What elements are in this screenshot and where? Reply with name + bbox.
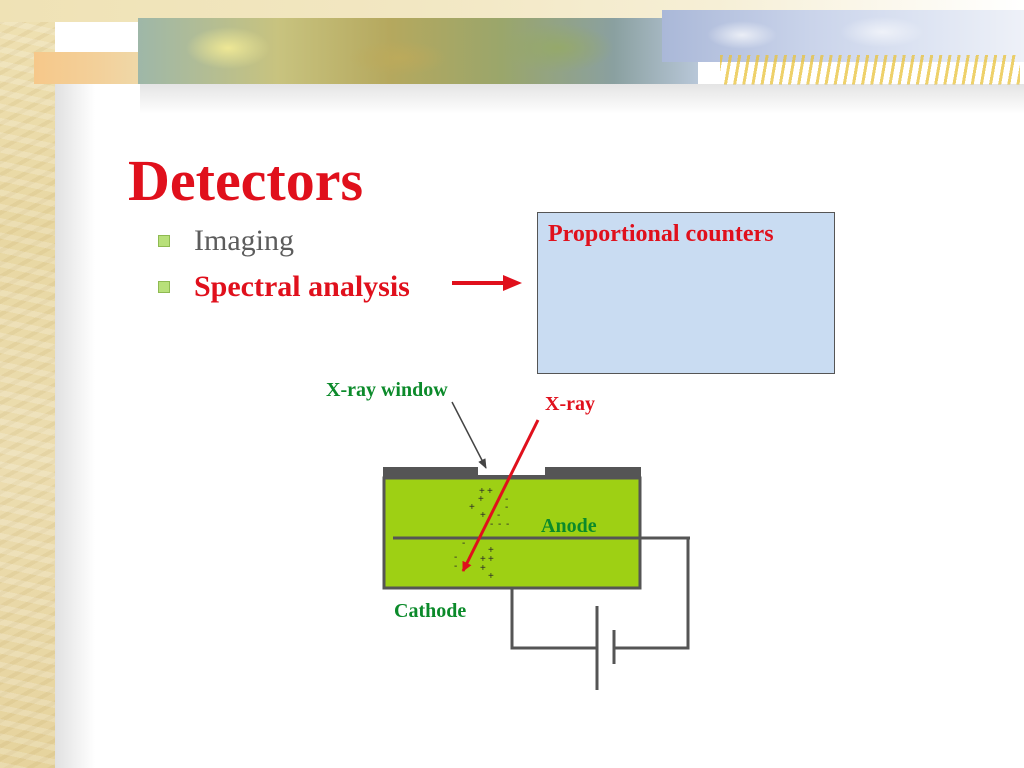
bullet-item-imaging: Imaging xyxy=(158,218,410,264)
square-bullet-icon xyxy=(158,235,170,247)
top-leaf-photo xyxy=(138,18,698,84)
charge-minus: - xyxy=(506,519,509,530)
charge-minus: - xyxy=(505,494,508,505)
xray-label: X-ray xyxy=(545,393,595,415)
charge-plus: + xyxy=(469,502,475,513)
charge-plus: + xyxy=(480,554,486,565)
charge-plus: + xyxy=(480,510,486,521)
charge-minus: - xyxy=(454,561,457,572)
bullet-text: Spectral analysis xyxy=(194,270,410,303)
proportional-counters-box: Proportional counters xyxy=(537,212,835,374)
charge-minus: - xyxy=(497,510,500,521)
bullet-list: Imaging Spectral analysis xyxy=(158,218,410,310)
top-decorative-band xyxy=(0,0,1024,90)
charge-minus: - xyxy=(490,519,493,530)
bullet-text: Imaging xyxy=(194,224,294,257)
chamber-top-wall-left xyxy=(383,467,478,479)
pointer-arrow-head xyxy=(503,275,522,291)
charge-minus: - xyxy=(505,502,508,513)
charge-plus: + xyxy=(488,571,494,582)
slide-title: Detectors xyxy=(128,148,364,213)
left-strip-shadow xyxy=(55,70,95,768)
info-box-title: Proportional counters xyxy=(548,221,774,247)
top-wheat-graphic xyxy=(720,55,1020,85)
top-orange-block xyxy=(34,52,140,84)
cathode-label: Cathode xyxy=(394,600,466,622)
window-pointer-arrow xyxy=(451,401,487,469)
xray-window-gap xyxy=(478,475,545,479)
charge-plus: + xyxy=(488,554,494,565)
charge-minus: - xyxy=(498,519,501,530)
detector-chamber xyxy=(382,476,642,590)
charge-plus: + xyxy=(488,545,494,556)
top-band-shadow xyxy=(140,84,1024,114)
charge-minus: - xyxy=(462,538,465,549)
cathode-circuit-wire xyxy=(510,588,596,650)
xray-window-label: X-ray window xyxy=(326,379,448,401)
top-blue-photo xyxy=(662,10,1024,62)
square-bullet-icon xyxy=(158,281,170,293)
chamber-top-wall-right xyxy=(545,467,641,479)
charge-plus: + xyxy=(478,494,484,505)
xray-path-arrow xyxy=(461,419,540,572)
charge-plus: + xyxy=(480,563,486,574)
charge-plus: + xyxy=(479,486,485,497)
left-texture-strip xyxy=(0,0,55,768)
bullet-item-spectral-analysis: Spectral analysis xyxy=(158,264,410,310)
charge-minus: - xyxy=(454,552,457,563)
anode-label: Anode xyxy=(541,515,597,537)
charge-plus: + xyxy=(487,486,493,497)
anode-circuit-wire xyxy=(615,538,690,650)
